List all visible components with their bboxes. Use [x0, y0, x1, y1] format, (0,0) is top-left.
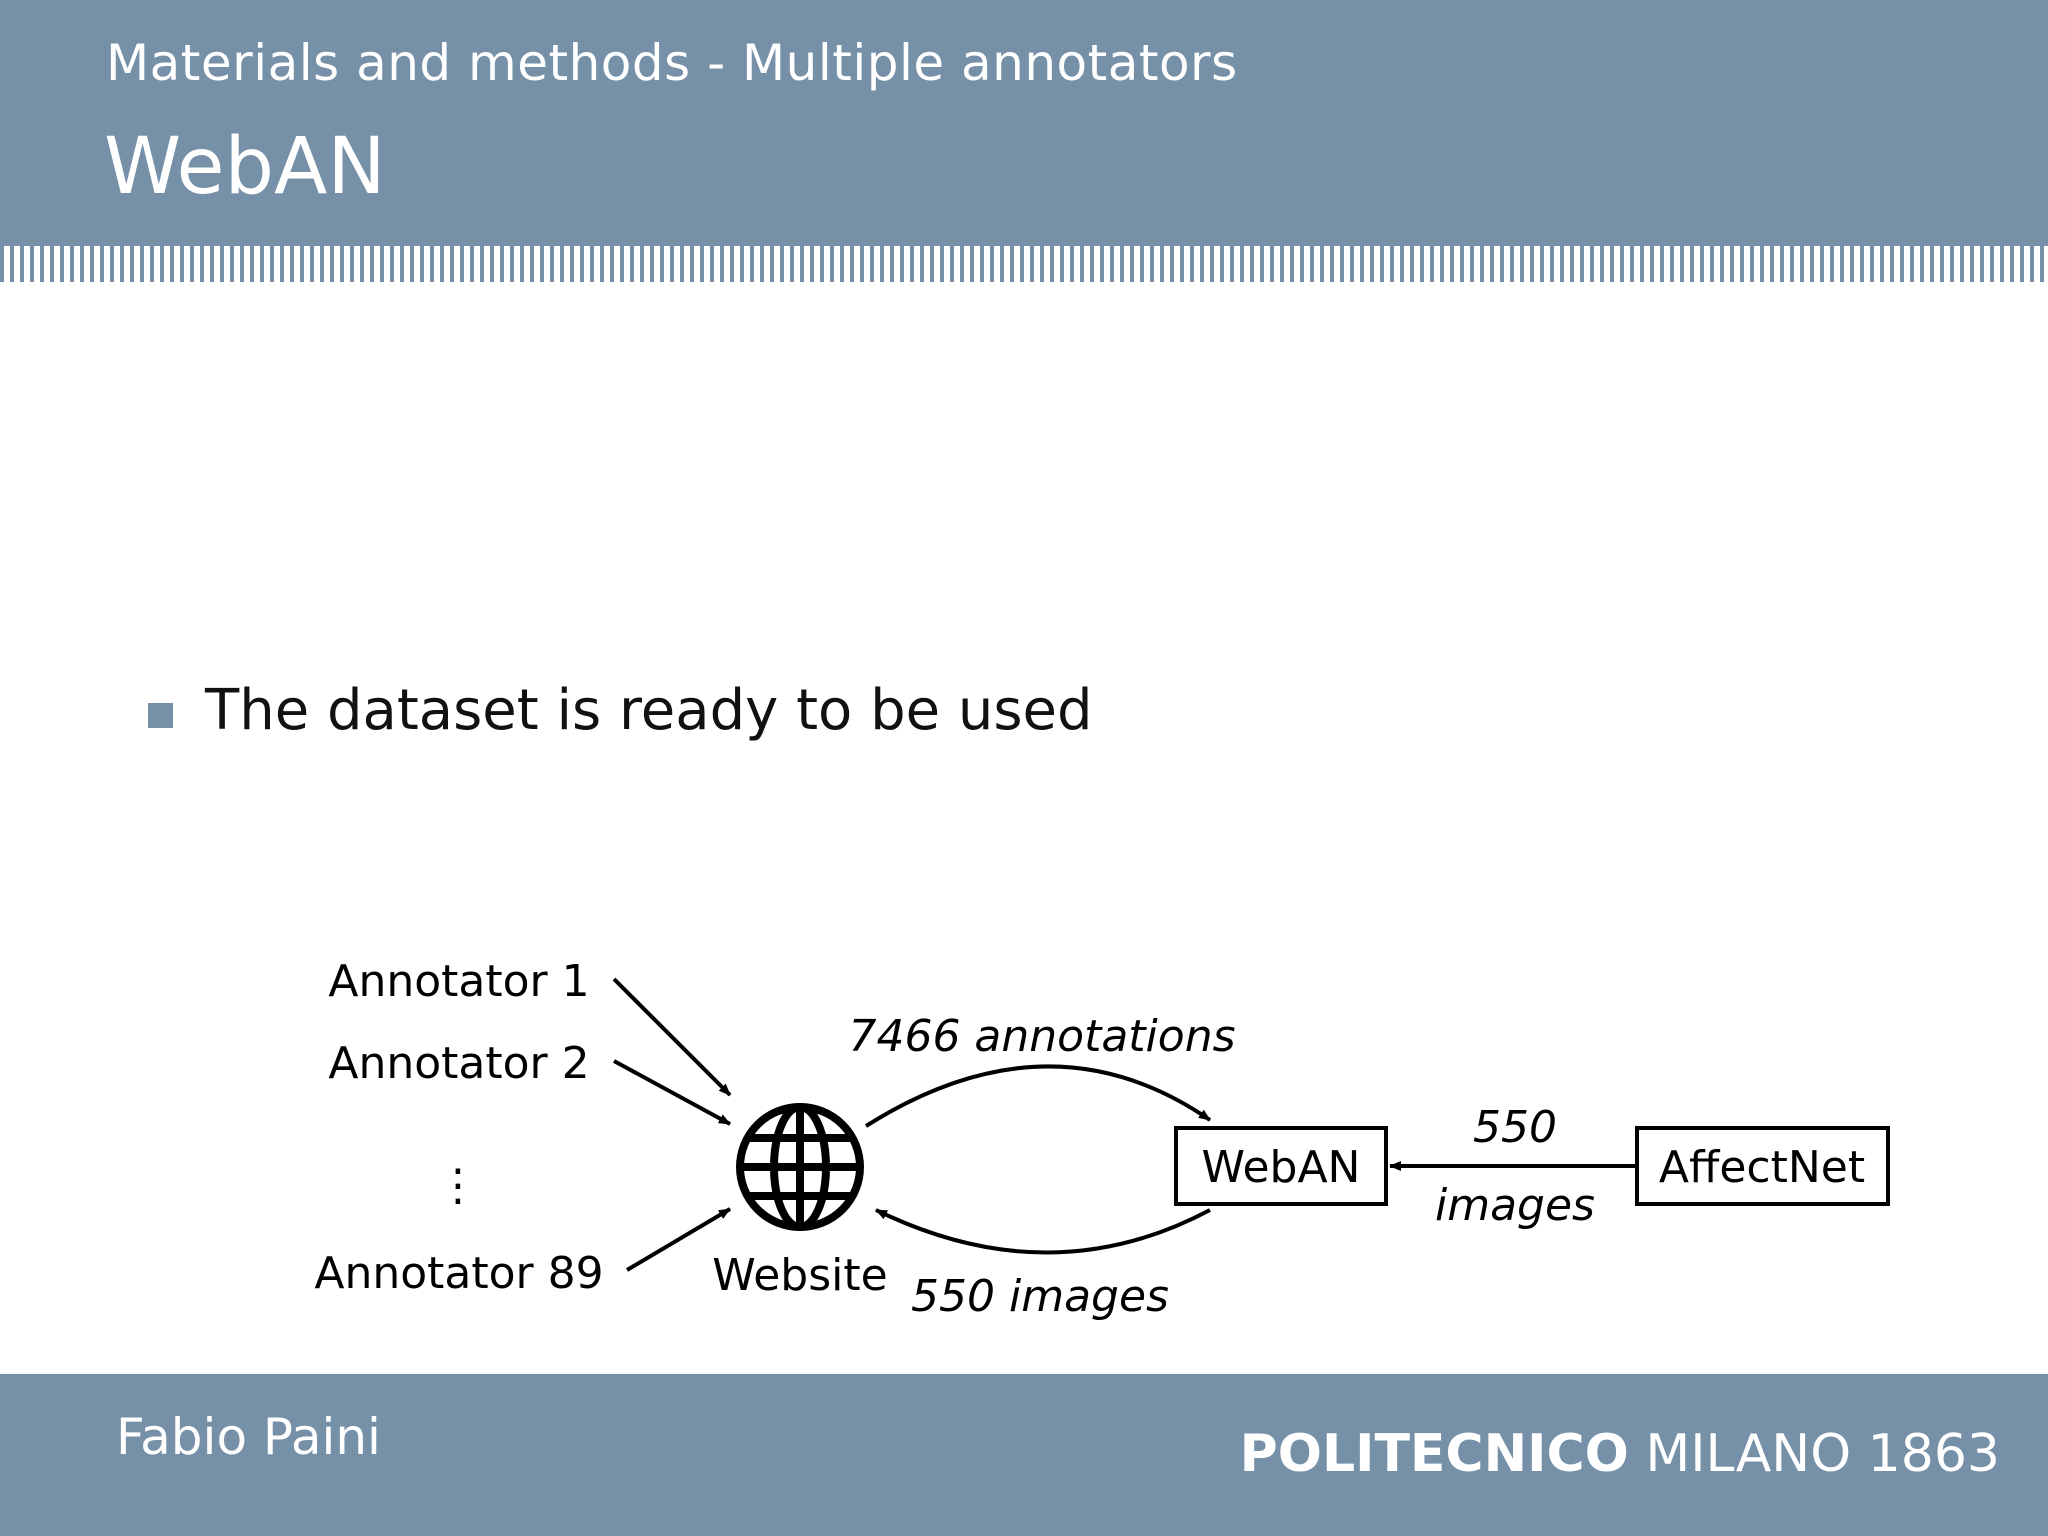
- weban-node-box: [1174, 1126, 1388, 1206]
- weban-pipeline-diagram: Annotator 1 Annotator 2 ⋮ Annotator 89 W…: [314, 956, 1890, 1322]
- weban-node-label: WebAN: [1202, 1142, 1361, 1193]
- affectnet-count-label: 550: [1473, 1102, 1557, 1153]
- arrow-annotator-1: [612, 977, 732, 1097]
- section-title: Materials and methods - Multiple annotat…: [106, 34, 1238, 92]
- annotations-count-label: 7466 annotations: [848, 1011, 1235, 1062]
- arrow-annotator-89: [625, 1207, 732, 1272]
- arrow-annotations: [864, 1064, 1212, 1128]
- header-tick-strip: [0, 246, 2048, 282]
- vertical-ellipsis: ⋮: [436, 1160, 480, 1211]
- slide-header: [0, 0, 2048, 246]
- annotator-2-label: Annotator 2: [328, 1038, 589, 1089]
- institution-name-rest: MILANO 1863: [1645, 1424, 2000, 1484]
- affectnet-images-label: images: [1435, 1180, 1595, 1231]
- website-label: Website: [712, 1250, 887, 1301]
- institution-logo: POLITECNICO MILANO 1863: [1240, 1424, 2000, 1484]
- images-to-website-label: 550 images: [911, 1271, 1169, 1322]
- arrow-annotator-2: [613, 1059, 731, 1126]
- bullet-text: The dataset is ready to be used: [205, 678, 1093, 743]
- annotator-89-label: Annotator 89: [314, 1248, 603, 1299]
- globe-icon: [736, 1103, 864, 1231]
- institution-name-bold: POLITECNICO: [1239, 1424, 1629, 1484]
- author-name: Fabio Paini: [116, 1408, 381, 1466]
- arrow-images-to-website: [875, 1208, 1211, 1255]
- slide-footer: [0, 1374, 2048, 1536]
- annotator-1-label: Annotator 1: [328, 956, 589, 1007]
- slide-title: WebAN: [104, 122, 386, 212]
- bullet-marker: [148, 703, 173, 728]
- affectnet-node-label: AffectNet: [1659, 1142, 1865, 1193]
